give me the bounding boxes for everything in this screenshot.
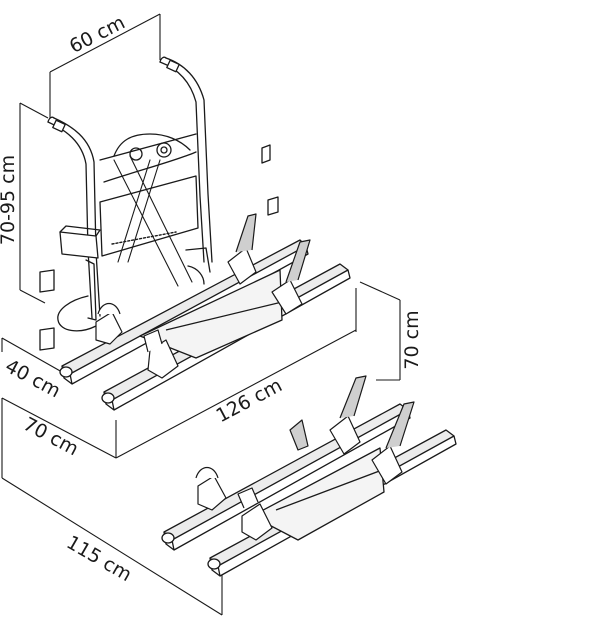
label-115cm: 115 cm	[63, 531, 136, 586]
label-60cm: 60 cm	[66, 11, 129, 57]
dim-line-115cm	[1, 477, 223, 616]
label-70-95cm: 70-95 cm	[0, 155, 19, 245]
label-40cm: 40 cm	[2, 355, 65, 402]
rack-mounting-bracket	[59, 231, 99, 259]
rack-back-plate	[99, 175, 199, 257]
dim-line-60cm	[49, 13, 161, 73]
label-70cm-depth: 70 cm	[20, 413, 83, 460]
lower-wheel-holders	[195, 375, 415, 541]
label-70cm-height: 70 cm	[401, 310, 423, 369]
upper-tray	[139, 269, 283, 359]
dimension-lines	[1, 13, 401, 616]
upper-wheel-holders	[95, 213, 311, 379]
folded-rack	[39, 56, 279, 351]
dim-line-40cm	[1, 337, 63, 373]
rack-right-frame-tube	[159, 61, 205, 263]
dim-line-70cm-depth	[1, 397, 117, 459]
dim-line-126cm	[115, 329, 357, 459]
